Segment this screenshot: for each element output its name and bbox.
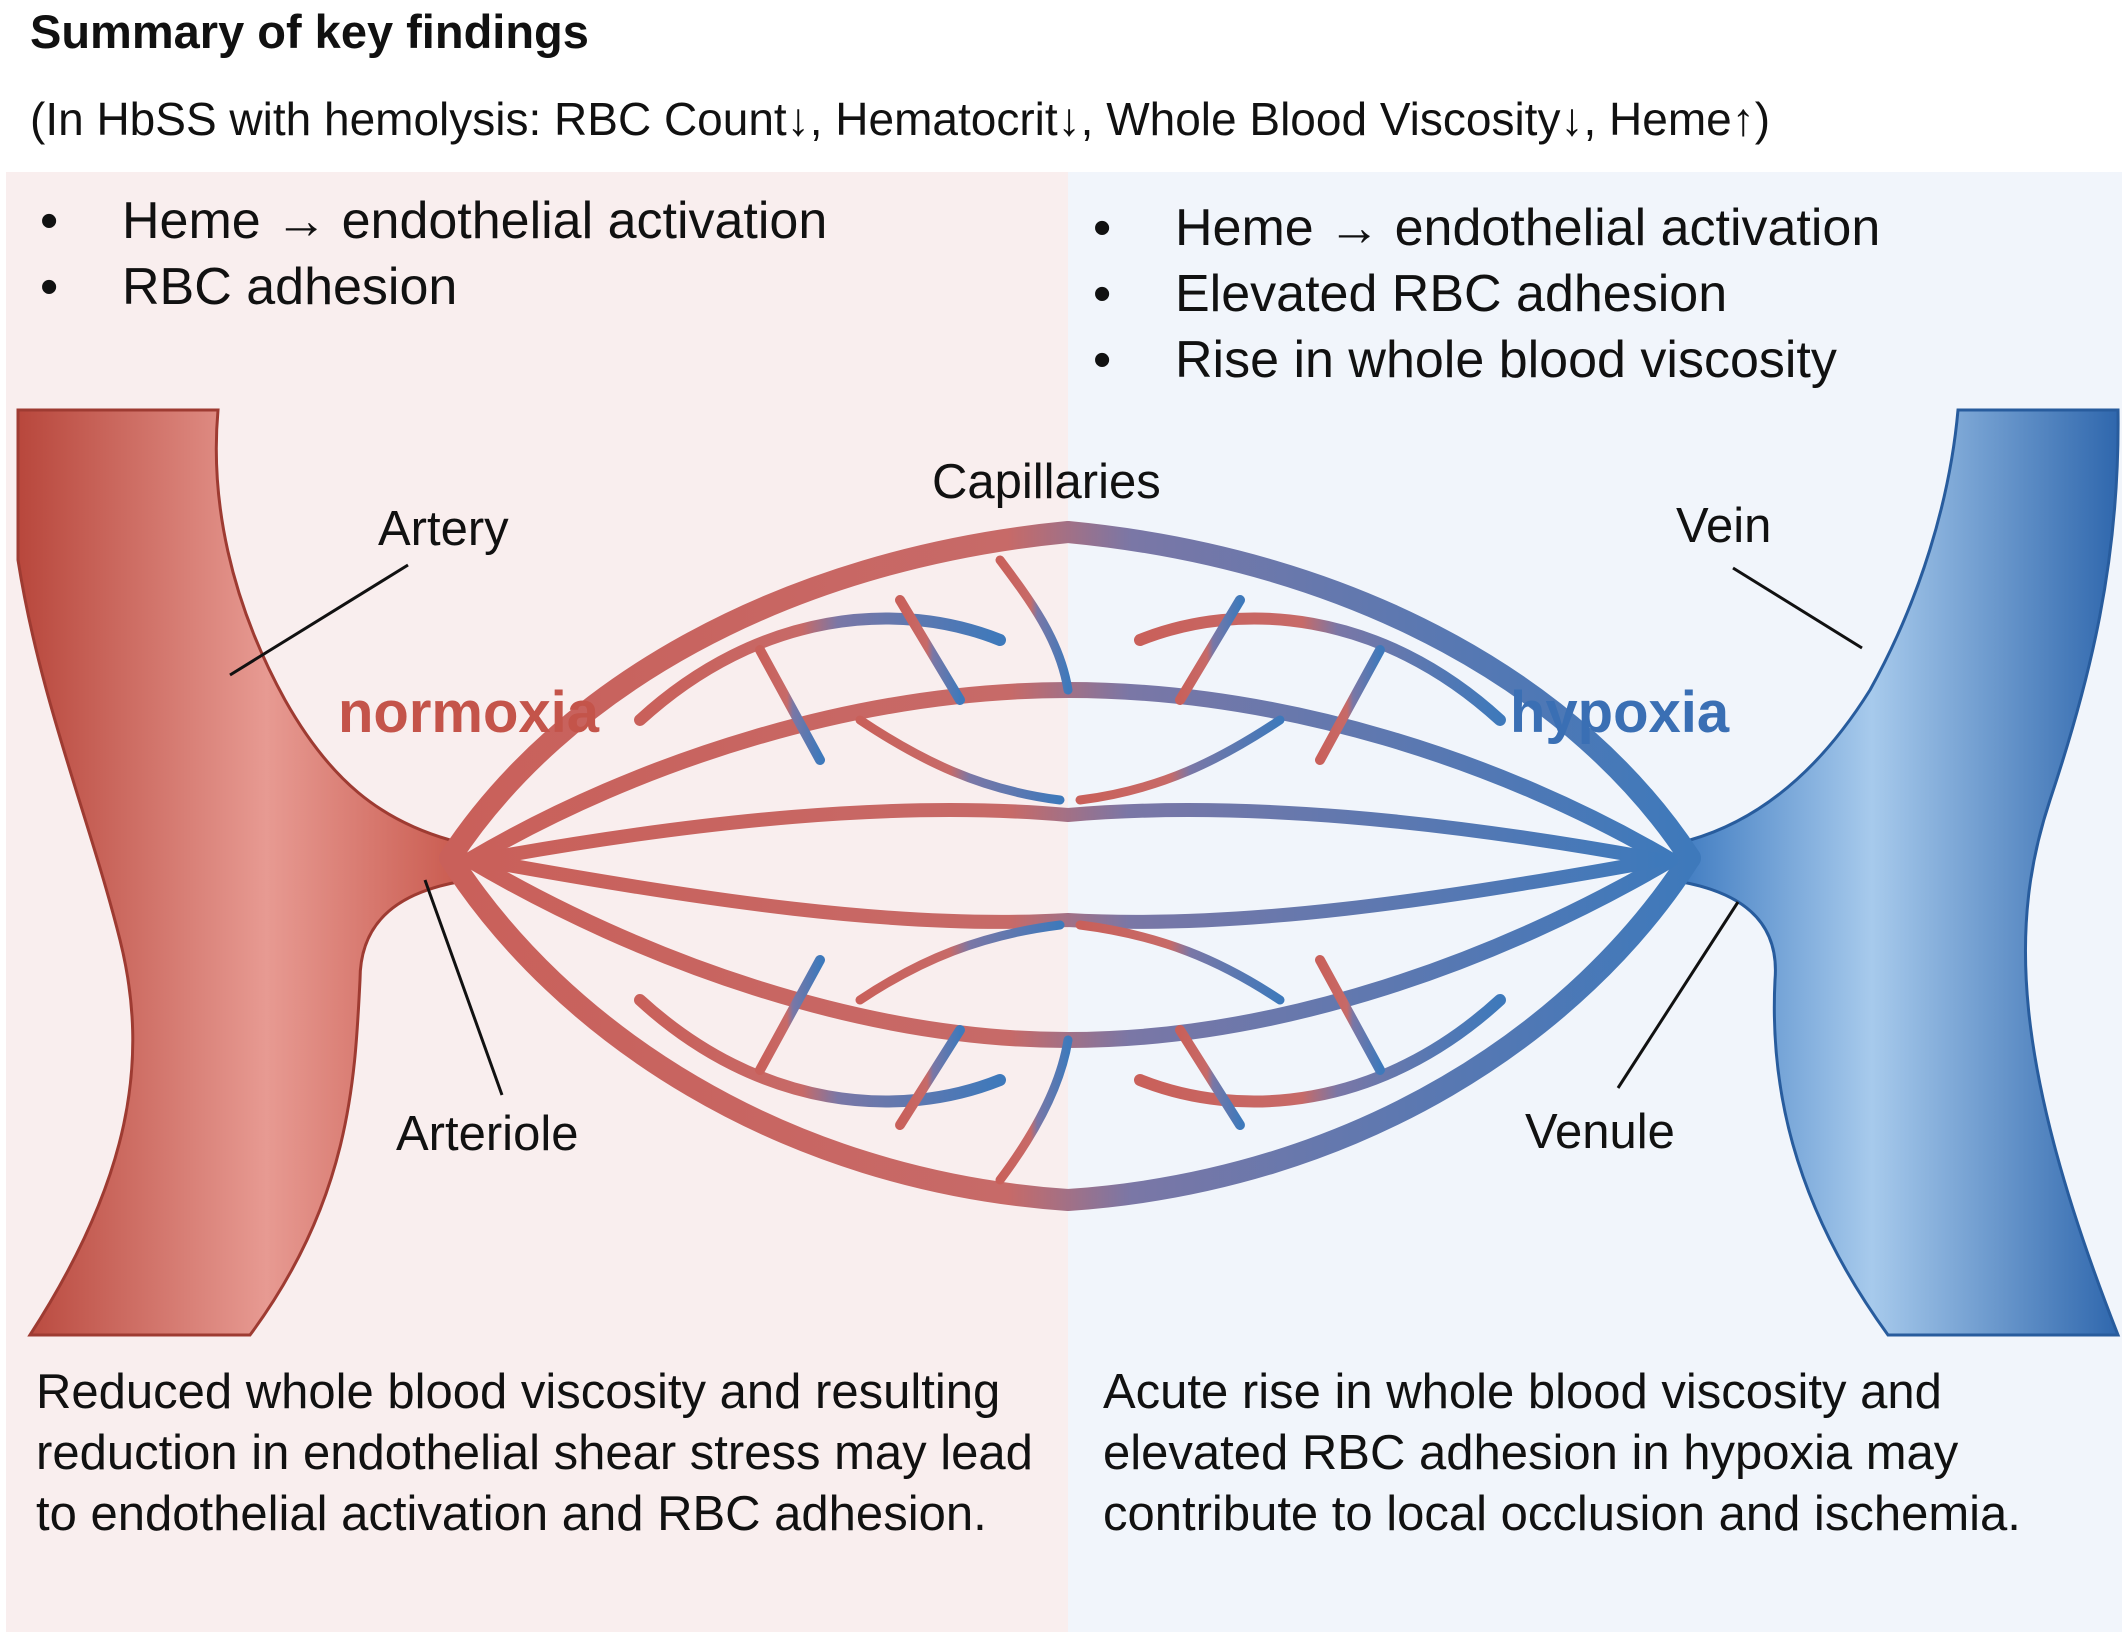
venule-label: Venule (1525, 1105, 1675, 1159)
normoxia-finding-item: Heme → endothelial activation (40, 188, 827, 254)
normoxia-findings-list: Heme → endothelial activation RBC adhesi… (40, 188, 827, 320)
artery-label: Artery (378, 502, 509, 556)
hypoxia-finding-item: Elevated RBC adhesion (1093, 261, 1880, 327)
vein-vessel (1667, 408, 2121, 1337)
normoxia-summary: Reduced whole blood viscosity and result… (36, 1365, 1033, 1541)
vein-label: Vein (1676, 499, 1771, 553)
normoxia-label: normoxia (338, 680, 600, 745)
leader-lines (229, 563, 1863, 1096)
capillary-network (439, 520, 1701, 1212)
hypoxia-label: hypoxia (1510, 680, 1730, 745)
artery-vessel (16, 408, 473, 1337)
figure-title: Summary of key findings (30, 5, 589, 58)
figure-subtitle: (In HbSS with hemolysis: RBC Count↓, Hem… (30, 93, 1771, 145)
capillaries-label: Capillaries (932, 455, 1161, 509)
normoxia-finding-item: RBC adhesion (40, 254, 827, 320)
arteriole-label: Arteriole (396, 1107, 578, 1161)
hypoxia-finding-item: Heme → endothelial activation (1093, 195, 1880, 261)
hypoxia-findings-list: Heme → endothelial activation Elevated R… (1093, 195, 1880, 393)
hypoxia-summary: Acute rise in whole blood viscosity and … (1103, 1365, 2021, 1541)
hypoxia-finding-item: Rise in whole blood viscosity (1093, 327, 1880, 393)
